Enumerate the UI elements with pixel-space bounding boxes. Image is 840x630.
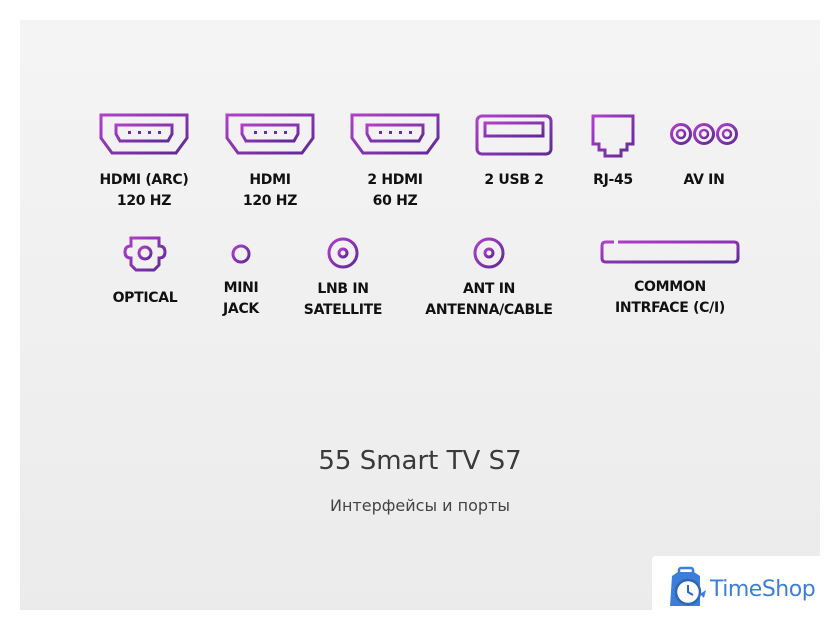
- common-interface-icon: [600, 240, 740, 264]
- product-subtitle: Интерфейсы и порты: [329, 496, 511, 515]
- port-label: HDMI: [249, 172, 291, 188]
- port-lnb-in: LNB IN SATELLITE: [293, 236, 393, 321]
- port-common-interface: COMMON INTRFACE (C/I): [596, 240, 744, 319]
- background-panel: [20, 20, 820, 610]
- port-label: HDMI (ARC): [99, 172, 189, 188]
- port-label: COMMON: [634, 279, 706, 295]
- port-sublabel: ANTENNA/CABLE: [425, 302, 553, 318]
- port-label: 2 USB 2: [484, 172, 544, 188]
- port-sublabel: 120 HZ: [116, 193, 172, 209]
- rj45-icon: [591, 114, 635, 158]
- product-title: 55 Smart TV S7: [318, 446, 522, 476]
- coax-icon: [473, 237, 505, 269]
- port-label: LNB IN: [317, 281, 369, 297]
- port-label: 2 HDMI: [367, 172, 423, 188]
- port-hdmi-60: 2 HDMI 60 HZ: [335, 112, 455, 212]
- port-usb: 2 USB 2: [464, 114, 564, 191]
- hdmi-icon: [99, 113, 189, 155]
- hdmi-icon: [350, 113, 440, 155]
- av-in-icon: [670, 123, 738, 145]
- port-sublabel: JACK: [223, 301, 259, 317]
- port-mini-jack: MINI JACK: [206, 243, 276, 320]
- timeshop-watermark: TimeShop: [652, 556, 840, 630]
- port-sublabel: 120 HZ: [242, 193, 298, 209]
- coax-icon: [327, 237, 359, 269]
- port-label: MINI: [223, 280, 259, 296]
- port-av-in: AV IN: [664, 122, 744, 191]
- port-optical: OPTICAL: [100, 236, 190, 309]
- port-hdmi-120: HDMI 120 HZ: [210, 112, 330, 212]
- usb-icon: [475, 114, 553, 156]
- optical-icon: [123, 236, 167, 272]
- port-ant-in: ANT IN ANTENNA/CABLE: [414, 236, 564, 321]
- port-label: AV IN: [683, 172, 725, 188]
- port-label: RJ-45: [593, 172, 633, 188]
- port-sublabel: SATELLITE: [303, 302, 383, 318]
- port-label: ANT IN: [462, 281, 516, 297]
- port-rj45: RJ-45: [578, 114, 648, 191]
- hdmi-icon: [225, 113, 315, 155]
- mini-jack-icon: [231, 244, 251, 264]
- port-sublabel: INTRFACE (C/I): [615, 300, 725, 316]
- port-label: OPTICAL: [112, 290, 178, 306]
- clock-bag-icon: [670, 566, 706, 606]
- brand-name: TimeShop: [710, 577, 816, 602]
- port-hdmi-arc: HDMI (ARC) 120 HZ: [84, 112, 204, 212]
- port-sublabel: 60 HZ: [372, 193, 418, 209]
